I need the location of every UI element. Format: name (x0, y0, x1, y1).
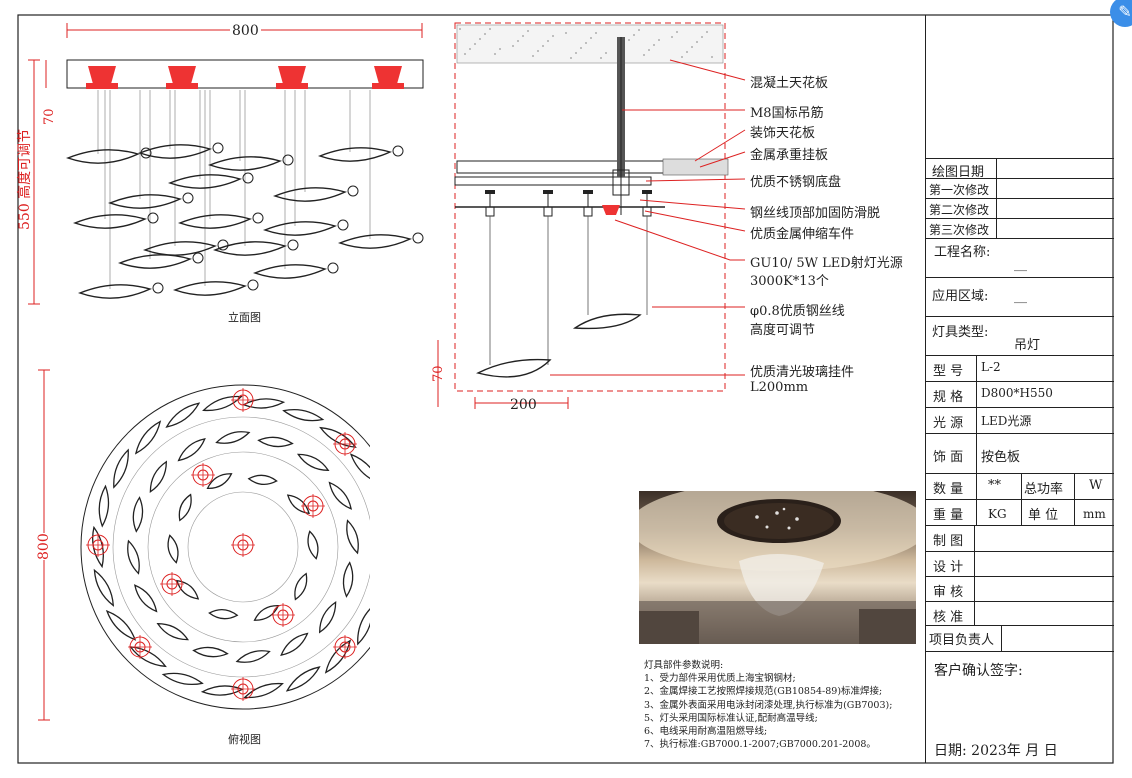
callout-plate: 金属承重挂板 (750, 148, 829, 163)
parameter-notes: 灯具部件参数说明: 1、受力部件采用优质上海宝钢钢材; 2、金属焊接工艺按照焊接… (644, 659, 892, 751)
title-block: 绘图日期 第一次修改 第二次修改 第三次修改 工程名称: __ 应用区域: __… (925, 15, 1114, 763)
callout-wire: φ0.8优质钢丝线 (750, 304, 845, 319)
revision-2-label: 第二次修改 (929, 203, 990, 217)
finish-label: 饰 面 (933, 450, 964, 465)
total-power-label: 总功率 (1024, 482, 1064, 497)
notes-item: 7、执行标准:GB7000.1-2007;GB7000.201-2008。 (644, 739, 876, 751)
light-source-label: 光 源 (933, 416, 964, 431)
callout-led-spec: 3000K*13个 (750, 274, 829, 289)
plan-dim: 800 (36, 533, 52, 560)
elevation-view (28, 23, 424, 305)
spec-value: D800*H550 (981, 386, 1053, 400)
callout-length: L200mm (750, 380, 809, 395)
callout-concrete: 混凝土天花板 (750, 76, 829, 91)
section-height-dim: 70 (431, 365, 446, 382)
plan-view (38, 369, 370, 721)
light-source-value: LED光源 (981, 414, 1032, 428)
notes-item: 2、金属焊接工艺按照焊接规范(GB10854-89)标准焊接; (644, 686, 883, 698)
notes-title: 灯具部件参数说明: (644, 660, 724, 671)
area-value: __ (1014, 289, 1027, 304)
callout-glass: 优质清光玻璃挂件 (750, 365, 855, 380)
quantity-value: ** (988, 478, 1001, 493)
callout-rod: M8国标吊筋 (750, 106, 824, 121)
unit-value: mm (1083, 507, 1106, 521)
quantity-label: 数 量 (933, 482, 964, 497)
project-name-value: __ (1014, 257, 1027, 272)
section-width-dim: 200 (510, 397, 537, 413)
revision-1-label: 第一次修改 (929, 183, 990, 197)
revision-3-label: 第三次修改 (929, 223, 990, 237)
elevation-width-dim: 800 (230, 23, 261, 39)
notes-item: 6、电线采用耐高温阻燃导线; (644, 726, 768, 738)
draw-date-label: 绘图日期 (932, 165, 985, 180)
drawn-by-label: 制 图 (933, 534, 964, 549)
section-view (437, 22, 746, 409)
fixture-type-value: 吊灯 (1014, 338, 1041, 353)
spec-label: 规 格 (933, 390, 964, 405)
notes-item: 5、灯头采用国际标准认证,配耐高温导线; (644, 712, 818, 724)
notes-item: 3、金属外表面采用电泳封闭漆处理,执行标准为(GB7003); (644, 699, 893, 711)
callout-anti-slip: 钢丝线顶部加固防滑脱 (750, 206, 881, 221)
client-signature-label: 客户确认签字: (934, 663, 1023, 679)
date-line: 日期: 2023年 月 日 (934, 743, 1058, 759)
fixture-type-label: 灯具类型: (932, 325, 989, 340)
elevation-top-dim: 70 (42, 108, 57, 125)
project-manager-label: 项目负责人 (929, 633, 995, 648)
finish-value: 按色板 (981, 450, 1021, 465)
total-power-value: W (1089, 478, 1103, 493)
callout-base: 优质不锈钢底盘 (750, 175, 842, 190)
weight-value: KG (988, 507, 1007, 521)
reference-photo (639, 491, 916, 644)
notes-item: 1、受力部件采用优质上海宝钢钢材; (644, 673, 796, 685)
designed-by-label: 设 计 (933, 560, 964, 575)
project-name-label: 工程名称: (934, 245, 991, 260)
area-label: 应用区域: (932, 289, 989, 304)
approved-by-label: 核 准 (933, 610, 964, 625)
reviewed-by-label: 审 核 (933, 585, 964, 600)
model-value: L-2 (981, 360, 1001, 374)
unit-label: 单 位 (1028, 508, 1059, 523)
floating-action-icon[interactable]: ✎ (1110, 0, 1132, 27)
elevation-caption: 立面图 (228, 311, 261, 324)
model-label: 型 号 (933, 364, 964, 379)
weight-label: 重 量 (933, 508, 964, 523)
callout-led: GU10/ 5W LED射灯光源 (750, 256, 903, 271)
callout-deco-ceiling: 装饰天花板 (750, 126, 816, 141)
plan-caption: 俯视图 (228, 733, 261, 746)
callout-telescopic: 优质金属伸缩车件 (750, 227, 855, 242)
elevation-height-dim: 550 高度可调节 (17, 128, 33, 230)
callout-adjustable: 高度可调节 (750, 323, 816, 338)
